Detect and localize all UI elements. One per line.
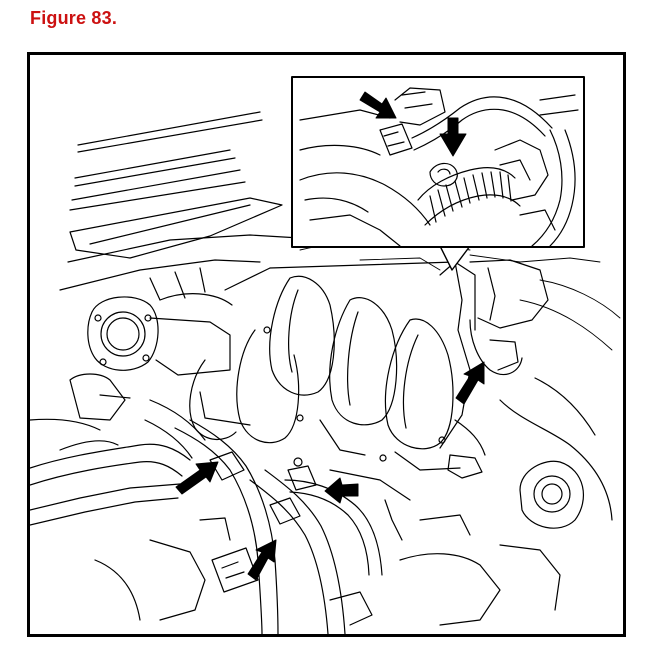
throttle-body — [87, 293, 233, 376]
arrow-icon — [247, 539, 277, 581]
arrow-icon — [455, 361, 485, 405]
wiper-area — [59, 111, 301, 301]
lower-connector — [94, 517, 259, 621]
pcv-hoses — [174, 419, 411, 634]
arrow-icon — [175, 461, 219, 495]
callout-arrows-main — [175, 361, 485, 581]
corrugated-hose — [417, 167, 521, 226]
lower-misc — [329, 514, 561, 626]
right-components — [447, 259, 613, 529]
intake-manifold — [189, 261, 476, 471]
arrow-icon — [324, 477, 359, 504]
main-view — [30, 111, 621, 634]
detail-inset — [291, 76, 585, 248]
figure-title: Figure 83. — [30, 8, 118, 28]
inset-pointer — [439, 245, 471, 271]
arrow-icon — [359, 91, 397, 119]
left-hoses — [30, 373, 206, 526]
arrow-icon — [439, 117, 467, 157]
